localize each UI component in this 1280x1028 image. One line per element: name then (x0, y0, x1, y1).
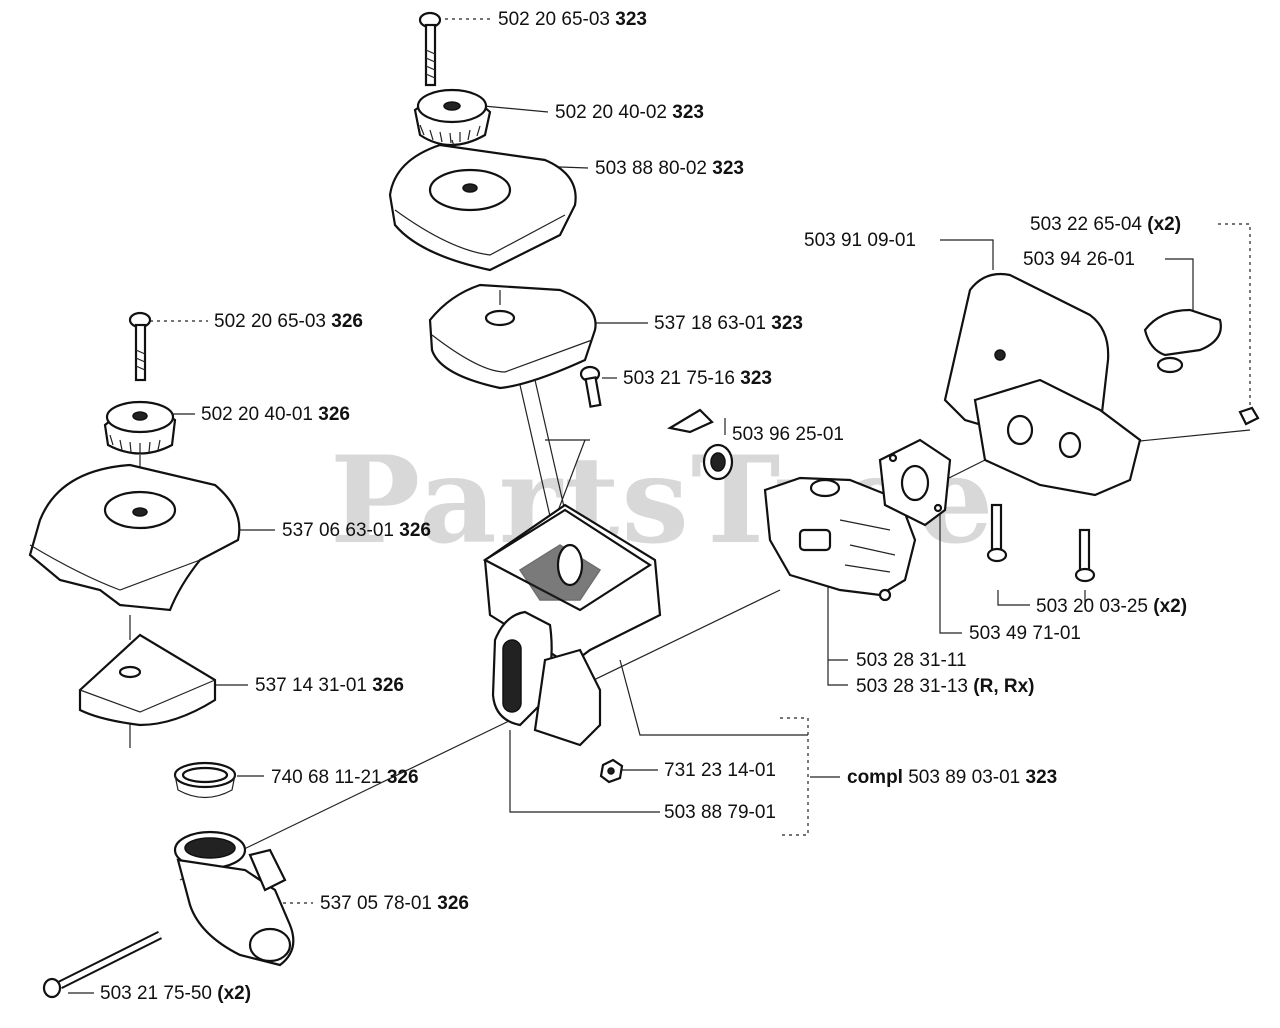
callout-c05: 503 21 75-16 323 (623, 368, 772, 389)
callout-c10: 537 14 31-01 326 (255, 675, 404, 696)
callout-c17: 503 20 03-25 (x2) (1036, 596, 1188, 617)
knob-326 (103, 400, 177, 455)
filter-cover-326 (28, 463, 241, 612)
callout-c18: 503 49 71-01 (969, 623, 1081, 644)
callout-c08: 502 20 40-01 326 (201, 404, 350, 425)
callout-c04: 537 18 63-01 323 (654, 313, 803, 334)
callout-c14: 503 22 65-04 (x2) (1030, 214, 1182, 235)
bolt-323 (418, 11, 442, 87)
gasket-ring (173, 761, 237, 799)
carb-housing (482, 503, 662, 747)
knob-323 (413, 88, 492, 146)
filter-cover-323 (388, 143, 577, 272)
nut (599, 758, 624, 784)
callout-c06: 503 96 25-01 (732, 424, 844, 445)
callout-c15: 503 91 09-01 (804, 230, 916, 251)
callout-c23: compl 503 89 03-01 323 (847, 767, 1058, 788)
callout-c03: 503 88 80-02 323 (595, 158, 744, 179)
air-filter-323 (428, 283, 597, 390)
screw-323 (579, 365, 602, 408)
callout-c20: 503 28 31-13 (R, Rx) (856, 676, 1035, 697)
callout-c21: 731 23 14-01 (664, 760, 776, 781)
callout-c22: 503 88 79-01 (664, 802, 776, 823)
intake-elbow (173, 830, 295, 967)
callout-c02: 502 20 40-02 323 (555, 102, 704, 123)
clip (1143, 308, 1222, 374)
bolt-326 (128, 311, 152, 382)
callout-c19: 503 28 31-11 (856, 650, 967, 671)
callout-c09: 537 06 63-01 326 (282, 520, 431, 541)
bracket (943, 272, 1142, 497)
callout-c12: 537 05 78-01 326 (320, 893, 469, 914)
carburetor (666, 408, 917, 602)
long-bolt (42, 930, 163, 999)
square-nut (1238, 406, 1260, 426)
callout-c07: 502 20 65-03 326 (214, 311, 363, 332)
carb-gasket (878, 438, 952, 527)
callout-c16: 503 94 26-01 (1023, 249, 1135, 270)
callout-c11: 740 68 11-21 326 (271, 767, 419, 788)
callout-c01: 502 20 65-03 323 (498, 9, 647, 30)
callout-c13: 503 21 75-50 (x2) (100, 983, 252, 1004)
carb-screws (986, 503, 1096, 583)
air-filter-326 (78, 633, 217, 727)
